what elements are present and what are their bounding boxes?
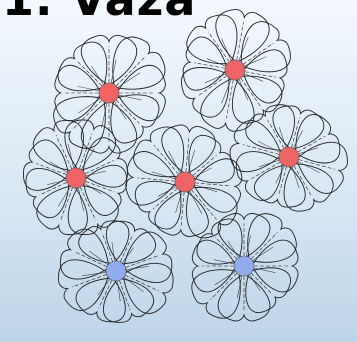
petal-vein bbox=[78, 62, 102, 86]
flower-center bbox=[124, 119, 244, 245]
petal-vein bbox=[68, 144, 74, 168]
petal-vein bbox=[86, 171, 106, 176]
petal-vein bbox=[243, 43, 273, 64]
flower-hub bbox=[106, 261, 126, 281]
flower-middle-right bbox=[226, 98, 352, 218]
petal-vein bbox=[112, 242, 115, 261]
petal-vein bbox=[102, 103, 107, 128]
flower-hub bbox=[225, 60, 245, 80]
petal-vein bbox=[252, 247, 273, 260]
petal-vein bbox=[75, 252, 107, 267]
petal-vein bbox=[259, 160, 280, 167]
petal-vein bbox=[84, 183, 101, 194]
petal-vein bbox=[181, 192, 184, 226]
petal-vein bbox=[251, 232, 278, 259]
petal bbox=[56, 174, 124, 241]
petal-vein bbox=[249, 274, 259, 290]
petal-vein bbox=[158, 187, 176, 197]
petal-vein bbox=[117, 281, 120, 301]
flower-hub bbox=[99, 83, 119, 103]
petal-vein bbox=[117, 73, 140, 88]
petal-vein bbox=[78, 188, 83, 211]
petal bbox=[191, 156, 244, 214]
petal-vein bbox=[208, 32, 229, 62]
petal-vein bbox=[299, 148, 318, 154]
petal bbox=[124, 150, 179, 208]
petal-vein bbox=[215, 237, 237, 259]
flower-hub bbox=[279, 147, 299, 167]
petal-vein bbox=[186, 136, 189, 172]
petal-vein bbox=[138, 178, 175, 181]
petal-vein bbox=[191, 190, 216, 220]
flower-bottom-left bbox=[53, 215, 180, 328]
petal-vein bbox=[198, 76, 227, 96]
petal bbox=[226, 117, 288, 180]
petal-vein bbox=[251, 273, 272, 294]
petal bbox=[28, 114, 96, 182]
petal-vein bbox=[153, 188, 177, 208]
petal bbox=[290, 134, 352, 197]
petal-vein bbox=[80, 187, 95, 220]
petal-vein bbox=[241, 78, 261, 106]
petal-vein bbox=[119, 95, 142, 100]
flowers-layer bbox=[18, 6, 352, 328]
petal-vein bbox=[215, 271, 236, 284]
petal-vein bbox=[116, 57, 145, 86]
petal bbox=[112, 251, 179, 319]
petal-vein bbox=[237, 22, 244, 60]
petal-vein bbox=[72, 274, 107, 287]
petal-vein bbox=[125, 275, 159, 291]
petal-vein bbox=[193, 155, 217, 175]
petal-vein bbox=[78, 98, 100, 112]
flower-top-right bbox=[174, 6, 298, 134]
flower-hub bbox=[234, 256, 254, 276]
petal-vein bbox=[154, 145, 178, 174]
petal-vein bbox=[254, 268, 276, 273]
flower-hub bbox=[66, 168, 86, 188]
petal-vein bbox=[195, 183, 231, 186]
petal-vein bbox=[211, 273, 237, 299]
flower-bottom-right bbox=[184, 206, 303, 325]
petal-vein bbox=[194, 168, 212, 178]
flower-hub bbox=[175, 172, 195, 192]
petal-vein bbox=[116, 100, 139, 123]
petal bbox=[159, 123, 217, 176]
